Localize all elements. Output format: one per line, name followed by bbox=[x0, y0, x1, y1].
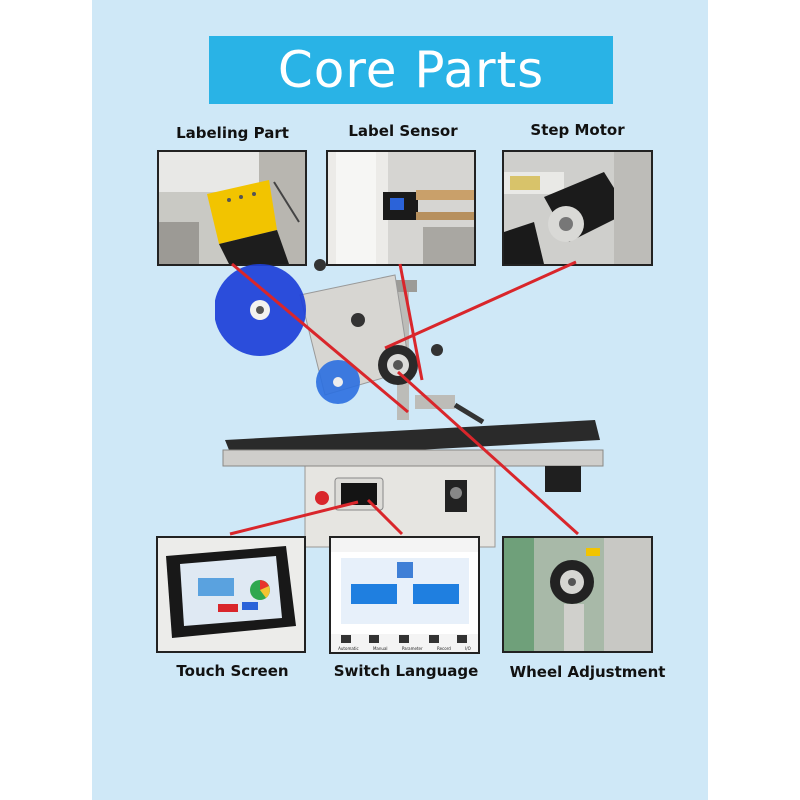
page-title-text: Core Parts bbox=[277, 41, 545, 99]
label-wheel-adjustment: Wheel Adjustment bbox=[509, 663, 666, 681]
photo-labeling-part bbox=[157, 150, 307, 266]
label-step-motor: Step Motor bbox=[530, 121, 625, 139]
photo-step-motor bbox=[502, 150, 653, 266]
photo-touch-screen bbox=[156, 536, 306, 653]
label-label-sensor: Label Sensor bbox=[348, 122, 458, 140]
labeling-machine-image bbox=[215, 259, 604, 548]
menu-item-automatic: Automatic bbox=[338, 646, 359, 651]
label-labeling-part: Labeling Part bbox=[176, 124, 289, 142]
menu-item-io: I/O bbox=[465, 646, 471, 651]
menu-item-manual: Manual bbox=[372, 646, 388, 651]
label-touch-screen: Touch Screen bbox=[176, 662, 289, 680]
photo-switch-language-screen: Automatic Manual Parameter Record I/O bbox=[329, 536, 480, 654]
label-switch-language: Switch Language bbox=[333, 662, 479, 680]
menu-item-record: Record bbox=[436, 646, 451, 651]
photo-label-sensor bbox=[326, 150, 476, 266]
menu-item-parameter: Parameter bbox=[401, 646, 423, 651]
page-title: Core Parts bbox=[209, 36, 613, 104]
screen-menu-bar: Automatic Manual Parameter Record I/O bbox=[331, 646, 478, 651]
photo-wheel-adjustment bbox=[502, 536, 653, 653]
